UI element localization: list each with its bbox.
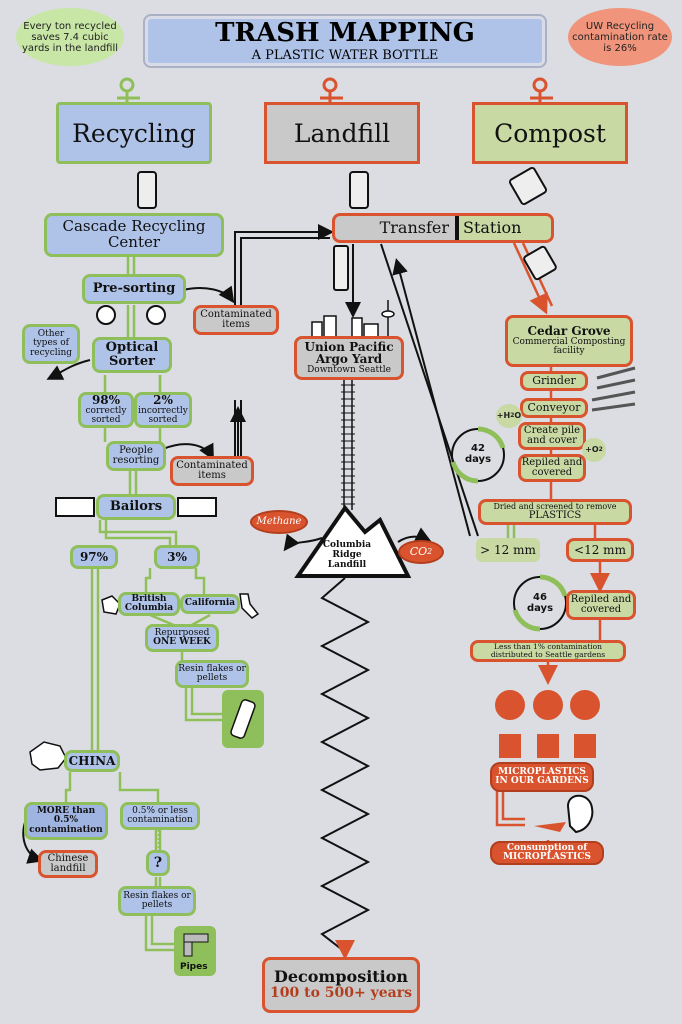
repiled-node-2: Repiled and covered: [566, 590, 636, 620]
truck-icon-landfill: [349, 171, 369, 209]
china-node: CHINA: [64, 750, 120, 772]
dried-screened-node: Dried and screened to remove PLASTICS: [478, 499, 632, 525]
california-map-icon: [239, 593, 260, 619]
less-than-node: 0.5% or less contamination: [120, 802, 200, 830]
union-pacific-node: Union Pacific Argo Yard Downtown Seattle: [294, 336, 404, 380]
resin-flakes-node-1: Resin flakes or pellets: [175, 660, 249, 688]
pipes-label: Pipes: [180, 962, 208, 972]
repiled-node-1: Repiled and covered: [518, 454, 586, 482]
cascade-recycling-center: Cascade Recycling Center: [44, 213, 224, 257]
resin-flakes-node-2: Resin flakes or pellets: [118, 886, 196, 916]
right-fact-bubble: UW Recycling contamination rate is 26%: [568, 8, 672, 66]
other-types-recycling: Other types of recycling: [22, 324, 80, 364]
british-columbia-node: British Columbia: [118, 592, 180, 616]
conveyor-node: Conveyor: [520, 398, 588, 418]
cycle-42-icon: [450, 426, 506, 484]
china-map-icon: [29, 741, 67, 771]
less-1pct-node: Less than 1% contamination distributed t…: [470, 640, 626, 662]
head-icon: [566, 794, 594, 834]
page-title: TRASH MAPPING: [215, 17, 475, 48]
left-fact-text: Every ton recycled saves 7.4 cubic yards…: [21, 20, 119, 54]
california-node: California: [180, 594, 240, 614]
divider: [455, 216, 459, 240]
grinder-node: Grinder: [520, 371, 588, 391]
category-compost-label: Compost: [494, 118, 606, 148]
workers-icon: [96, 305, 166, 325]
chain-icon: [591, 366, 636, 412]
transfer-label: Transfer: [379, 217, 449, 237]
chinese-landfill-node: Chinese landfill: [38, 850, 98, 878]
page-subtitle: A PLASTIC WATER BOTTLE: [251, 47, 439, 63]
correctly-sorted-node: 98% correctly sorted: [78, 392, 134, 428]
carrot-icon: [534, 822, 566, 832]
greater-12mm-node: > 12 mm: [476, 538, 540, 562]
consumption-node: Consumption of MICROPLASTICS: [490, 841, 604, 865]
contaminated-items-2: Contaminated items: [170, 456, 254, 486]
pipes-icon: [174, 926, 216, 976]
repurposed-node: Repurposed ONE WEEK: [145, 624, 219, 652]
create-pile-node: Create pile and cover: [518, 422, 586, 450]
bottle-icon-resin: [222, 690, 264, 748]
truck-icon-train: [333, 245, 349, 291]
less-12mm-node: <12 mm: [566, 538, 634, 562]
optical-sorter-node: Optical Sorter: [92, 337, 172, 373]
contaminated-items-1: Contaminated items: [193, 305, 279, 335]
presorting-node: Pre-sorting: [82, 274, 186, 304]
question-node: ?: [146, 850, 170, 876]
trees-icon: [495, 690, 600, 758]
decomposition-node: Decomposition 100 to 500+ years: [262, 957, 420, 1013]
truck-icon-recycling: [137, 171, 157, 209]
category-recycling: Recycling: [56, 102, 212, 164]
category-compost: Compost: [472, 102, 628, 164]
cedar-grove-node: Cedar Grove Commercial Composting facili…: [505, 315, 633, 367]
more-than-node: MORE than 0.5% contamination: [24, 802, 108, 840]
people-resorting-node: People resorting: [106, 441, 166, 471]
railroad-track: [343, 380, 353, 510]
pct-3-node: 3%: [154, 545, 200, 569]
transfer-station-node: Transfer Station: [332, 213, 554, 243]
pct-97-node: 97%: [70, 545, 118, 569]
truck-icon-compost: [508, 166, 557, 281]
train-cars-icon: [55, 497, 217, 517]
station-label: Station: [459, 216, 551, 240]
category-recycling-label: Recycling: [72, 118, 196, 148]
incorrectly-sorted-node: 2% incorrectly sorted: [134, 392, 192, 428]
bailors-node: Bailors: [96, 494, 176, 520]
days-42-label: 42 days: [464, 443, 492, 465]
title-banner: TRASH MAPPING A PLASTIC WATER BOTTLE: [145, 16, 545, 66]
methane-node: Methane: [250, 510, 308, 534]
decomposition-zigzag: [319, 577, 371, 953]
left-fact-bubble: Every ton recycled saves 7.4 cubic yards…: [16, 8, 124, 66]
category-landfill-label: Landfill: [293, 118, 391, 148]
recycling-flow-lines: [64, 256, 225, 952]
columbia-ridge-label: Columbia Ridge Landfill: [322, 540, 372, 570]
mountain-icon: [294, 504, 412, 578]
category-landfill: Landfill: [264, 102, 420, 164]
days-46-label: 46 days: [526, 592, 554, 614]
right-fact-text: UW Recycling contamination rate is 26%: [572, 20, 668, 54]
microplastics-gardens-node: MICROPLASTICS IN OUR GARDENS: [490, 762, 594, 792]
city-skyline-icon: [311, 300, 395, 343]
